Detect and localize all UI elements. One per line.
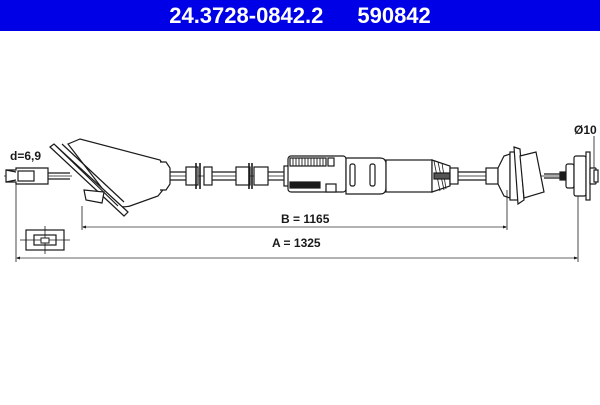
technical-drawing: d=6,9 Ø10 B = 1165 A = 1325 [0, 31, 600, 400]
self-adjuster-icon [283, 155, 459, 195]
left-end-fitting-icon [5, 167, 70, 185]
dimension-b-label: B = 1165 [281, 212, 330, 226]
firewall-grommet-icon [497, 146, 545, 206]
reference-number: 590842 [357, 2, 431, 28]
cable-segment-icon [170, 163, 284, 189]
cable-diagram [4, 136, 599, 262]
dimension-a-label: A = 1325 [272, 236, 321, 250]
end-diameter-label: Ø10 [574, 123, 597, 137]
right-end-fitting-icon [565, 151, 599, 201]
title-bar: 24.3728-0842.2 590842 [0, 0, 600, 31]
cross-section-symbol-icon [20, 226, 70, 254]
angled-bracket-icon [49, 138, 171, 217]
dimension-lines [15, 136, 595, 262]
part-number: 24.3728-0842.2 [169, 2, 324, 28]
inner-diameter-label: d=6,9 [10, 149, 42, 163]
